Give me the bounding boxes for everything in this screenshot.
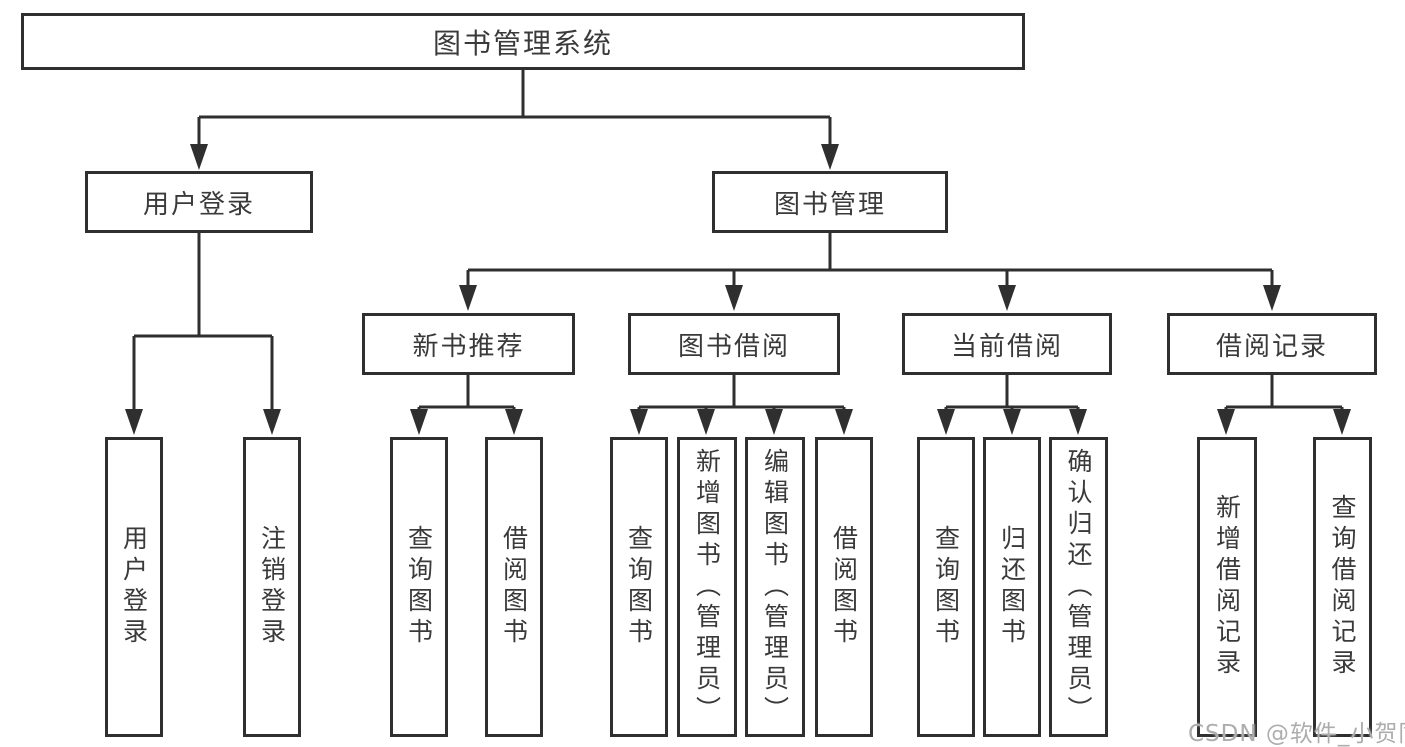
csdn-watermark: CSDN @软件_小贺同学 [1188, 721, 1405, 747]
node-confirm-return-admin: 确认归还（管理员） [1049, 437, 1108, 737]
node-add-book-admin: 新增图书（管理员） [677, 437, 737, 737]
node-return-book: 归还图书 [983, 437, 1041, 737]
node-book-borrow: 图书借阅 [628, 313, 840, 375]
node-borrow-books-action: 借阅图书 [815, 437, 873, 737]
node-query-books-current: 查询图书 [917, 437, 975, 737]
node-query-borrow-record: 查询借阅记录 [1313, 437, 1372, 737]
node-user-login: 用户登录 [85, 171, 313, 233]
node-system-root: 图书管理系统 [21, 13, 1025, 70]
node-logout-action: 注销登录 [243, 437, 301, 737]
node-borrow-books-recommend: 借阅图书 [485, 437, 543, 737]
node-add-borrow-record: 新增借阅记录 [1197, 437, 1257, 737]
node-edit-book-admin: 编辑图书（管理员） [745, 437, 805, 737]
node-query-books-recommend: 查询图书 [390, 437, 448, 737]
node-new-book-recommend: 新书推荐 [362, 313, 575, 375]
node-query-books-borrow: 查询图书 [610, 437, 668, 737]
node-borrow-records: 借阅记录 [1167, 313, 1377, 375]
node-user-login-action: 用户登录 [105, 437, 163, 737]
node-book-management: 图书管理 [712, 171, 948, 233]
node-current-borrow: 当前借阅 [902, 313, 1112, 375]
arrowhead-icons [125, 144, 1351, 435]
